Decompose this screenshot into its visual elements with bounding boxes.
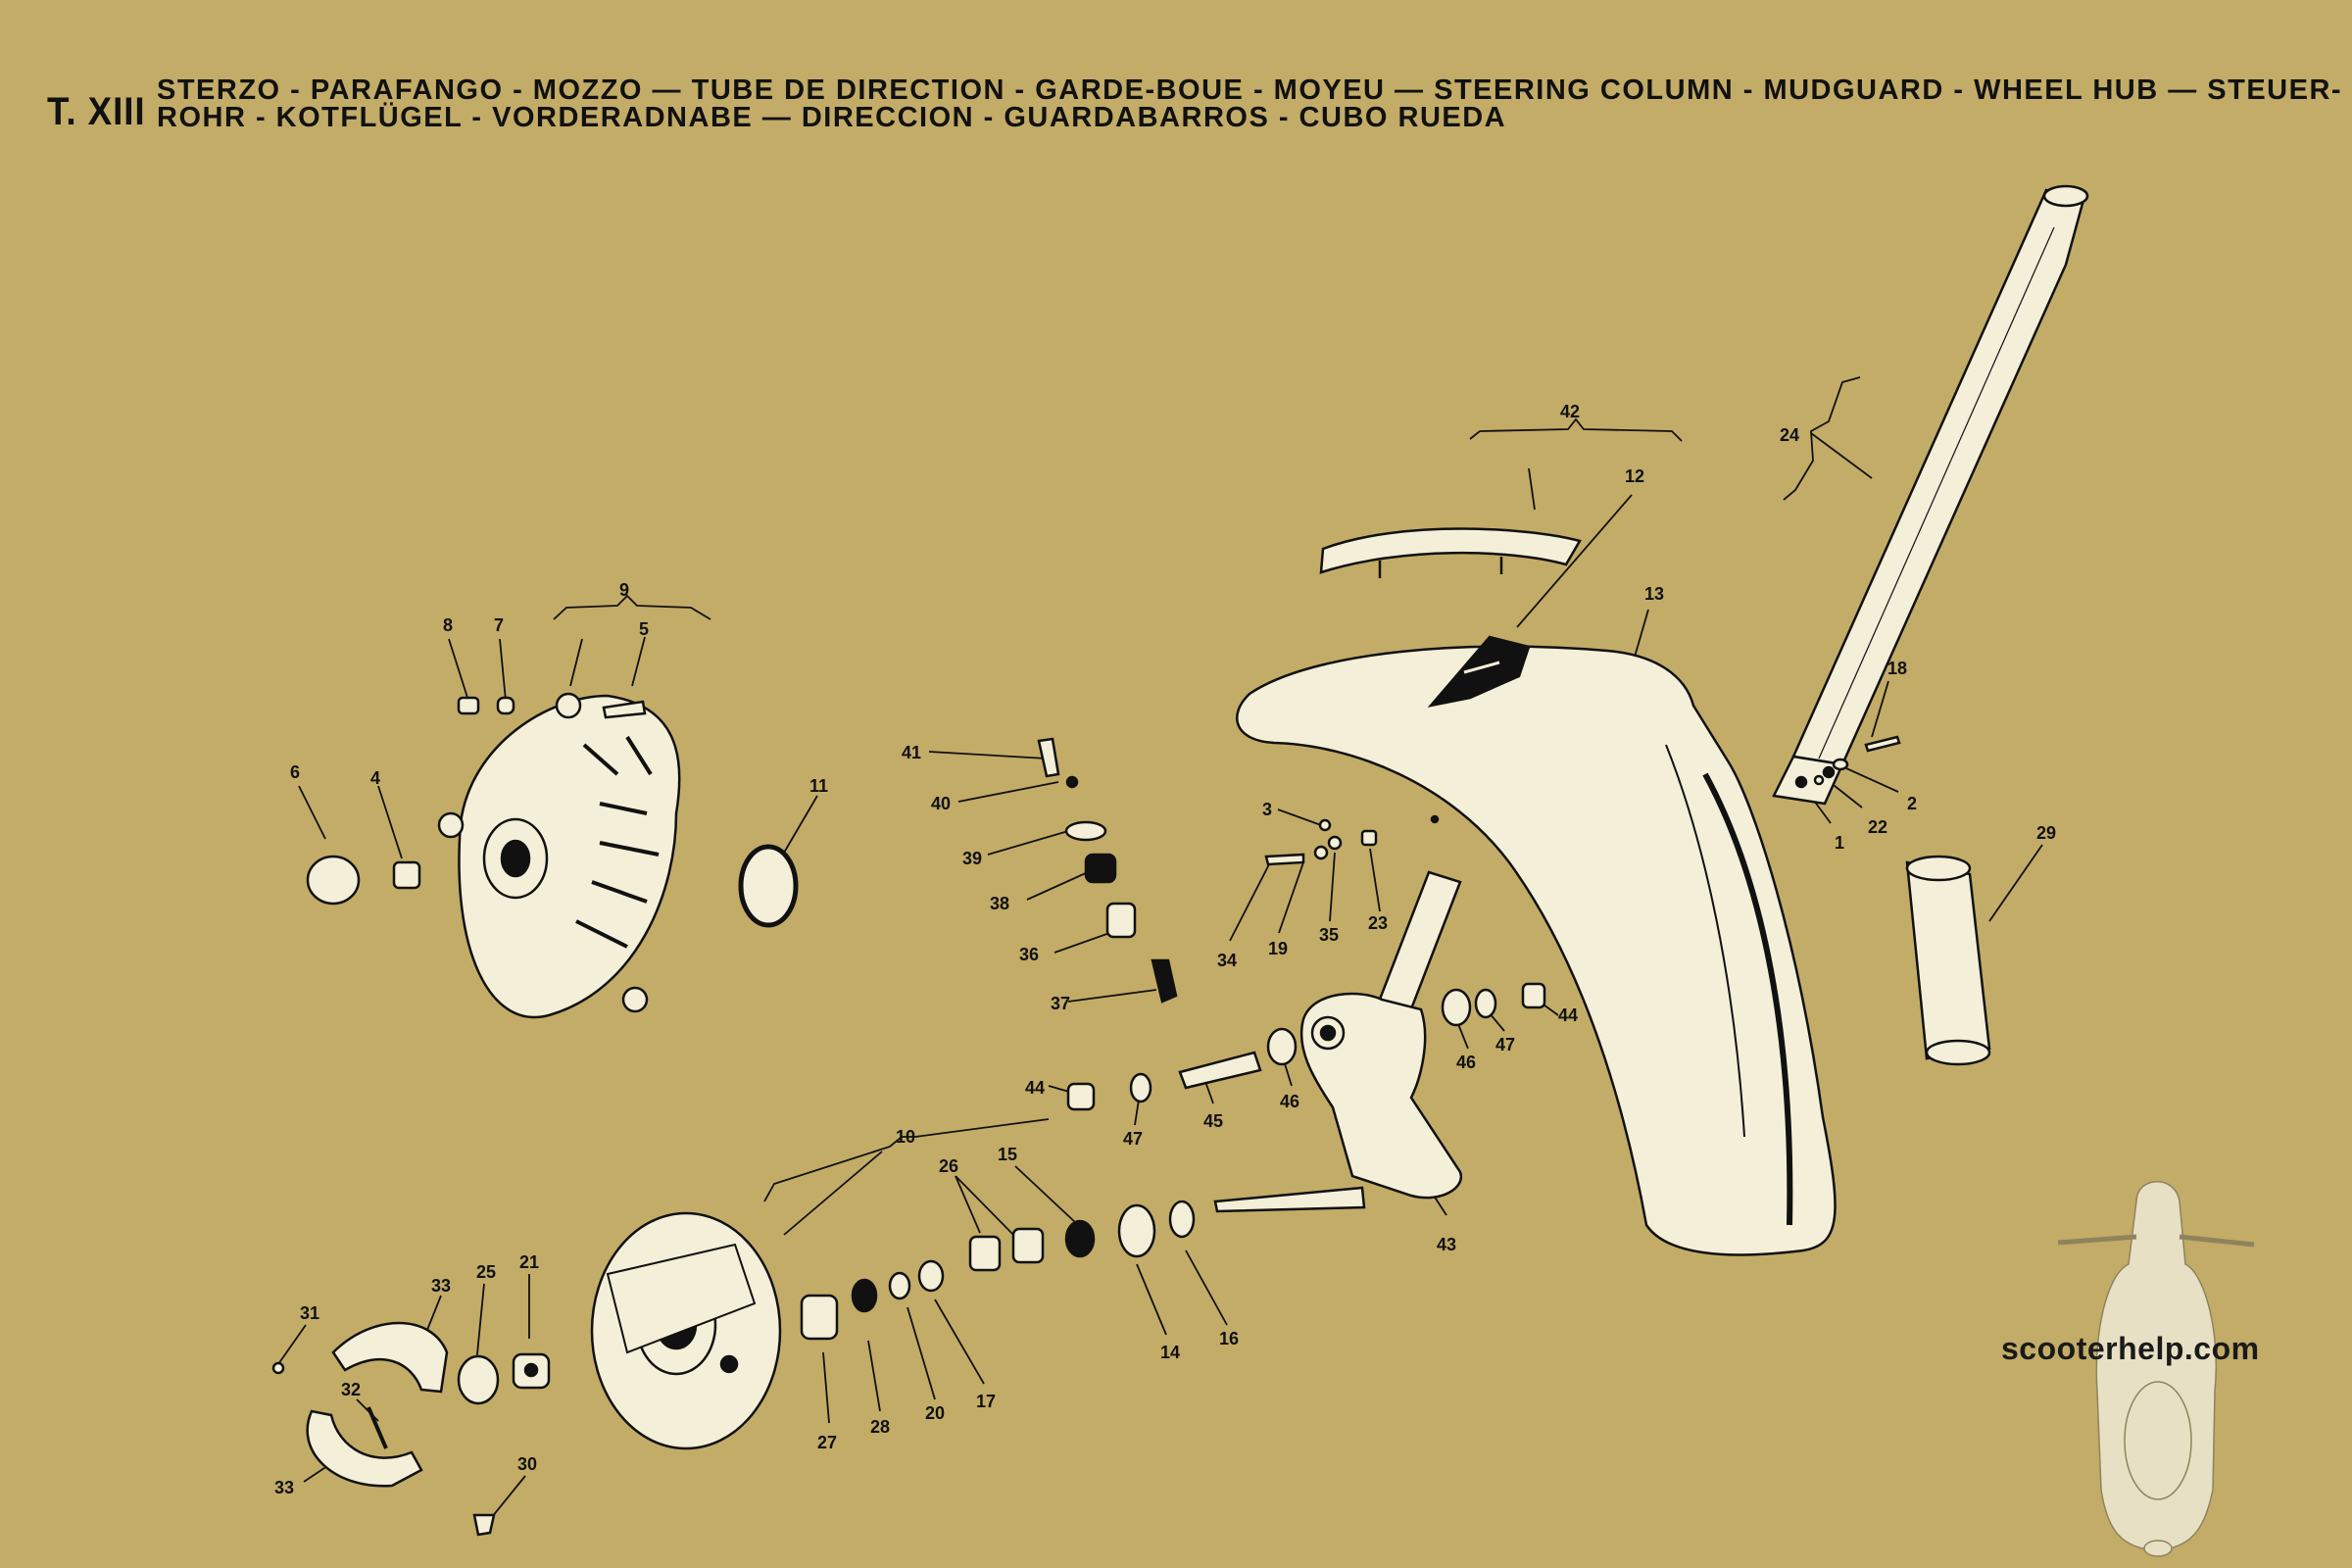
center-parts-stack [1037,737,1178,1004]
part-label: 22 [1868,817,1887,837]
part-label: 37 [1051,994,1070,1013]
part-label: 46 [1456,1053,1476,1072]
part-label: 46 [1280,1092,1299,1111]
part-label: 47 [1123,1129,1143,1149]
part-label: 26 [939,1156,958,1176]
part-label: 41 [902,743,921,762]
part-label: 28 [870,1417,890,1437]
part-label: 32 [341,1380,361,1399]
brake-shoes [271,1321,551,1537]
part-label: 19 [1268,939,1288,958]
part-label: 18 [1887,659,1907,678]
scooter-watermark-graphic [2057,1181,2255,1557]
part-label: 44 [1558,1005,1578,1025]
part-label: 34 [1217,951,1237,970]
part-label: 27 [817,1433,837,1452]
hub-plate [590,1211,782,1450]
fastener-set [1264,735,1901,866]
part-label: 15 [998,1145,1017,1164]
part-label: 31 [300,1303,319,1323]
part-label: 40 [931,794,951,813]
part-label: 39 [962,849,982,868]
part-label: 9 [619,580,629,600]
part-label: 35 [1319,925,1339,945]
plate-number: T. XIII [47,90,146,133]
part-label: 23 [1368,913,1388,933]
part-label: 47 [1495,1035,1515,1054]
fork-link-arm [1213,870,1463,1213]
part-label: 36 [1019,945,1039,964]
part-label: 44 [1025,1078,1045,1098]
brake-drum [437,692,681,1019]
part-label: 4 [370,768,380,788]
bearing-ring [1905,855,1991,1066]
axle-parts [1066,982,1546,1111]
part-label: 11 [809,776,828,796]
part-label: 21 [519,1252,539,1272]
part-label: 25 [476,1262,496,1282]
part-label: 33 [431,1276,451,1296]
part-label: 24 [1780,425,1799,445]
part-label: 7 [494,615,504,635]
mudguard-trim-strip [1319,527,1582,578]
part-label: 14 [1160,1343,1180,1362]
plate-title-line-2: ROHR - KOTFLÜGEL - VORDERADNABE — DIRECC… [157,102,1507,133]
part-label: 1 [1835,833,1844,853]
part-label-layer: 42 12 24 13 18 2 22 1 29 9 8 7 5 6 4 11 … [274,402,2056,1497]
part-label: 13 [1644,584,1664,604]
part-label: 43 [1437,1235,1456,1254]
part-label: 8 [443,615,453,635]
part-label: 45 [1203,1111,1223,1131]
part-label: 5 [639,619,649,639]
part-label: 17 [976,1392,996,1411]
plate-title-line-1: STERZO - PARAFANGO - MOZZO — TUBE DE DIR… [157,74,2343,106]
part-label: 30 [517,1454,537,1474]
part-label: 6 [290,762,300,782]
mudguard [1236,635,1837,1256]
part-label: 12 [1625,466,1644,486]
part-label: 2 [1907,794,1917,813]
part-label: 29 [2036,823,2056,843]
small-parts-left [306,696,799,928]
part-label: 20 [925,1403,945,1423]
part-label: 10 [896,1127,915,1147]
part-label: 3 [1262,800,1272,819]
steering-column [1772,184,2089,806]
part-label: 38 [990,894,1009,913]
hub-bearings [800,1200,1196,1341]
part-label: 42 [1560,402,1580,421]
part-label: 33 [274,1478,294,1497]
part-label: 16 [1219,1329,1239,1348]
watermark-text: scooterhelp.com [2001,1331,2260,1366]
